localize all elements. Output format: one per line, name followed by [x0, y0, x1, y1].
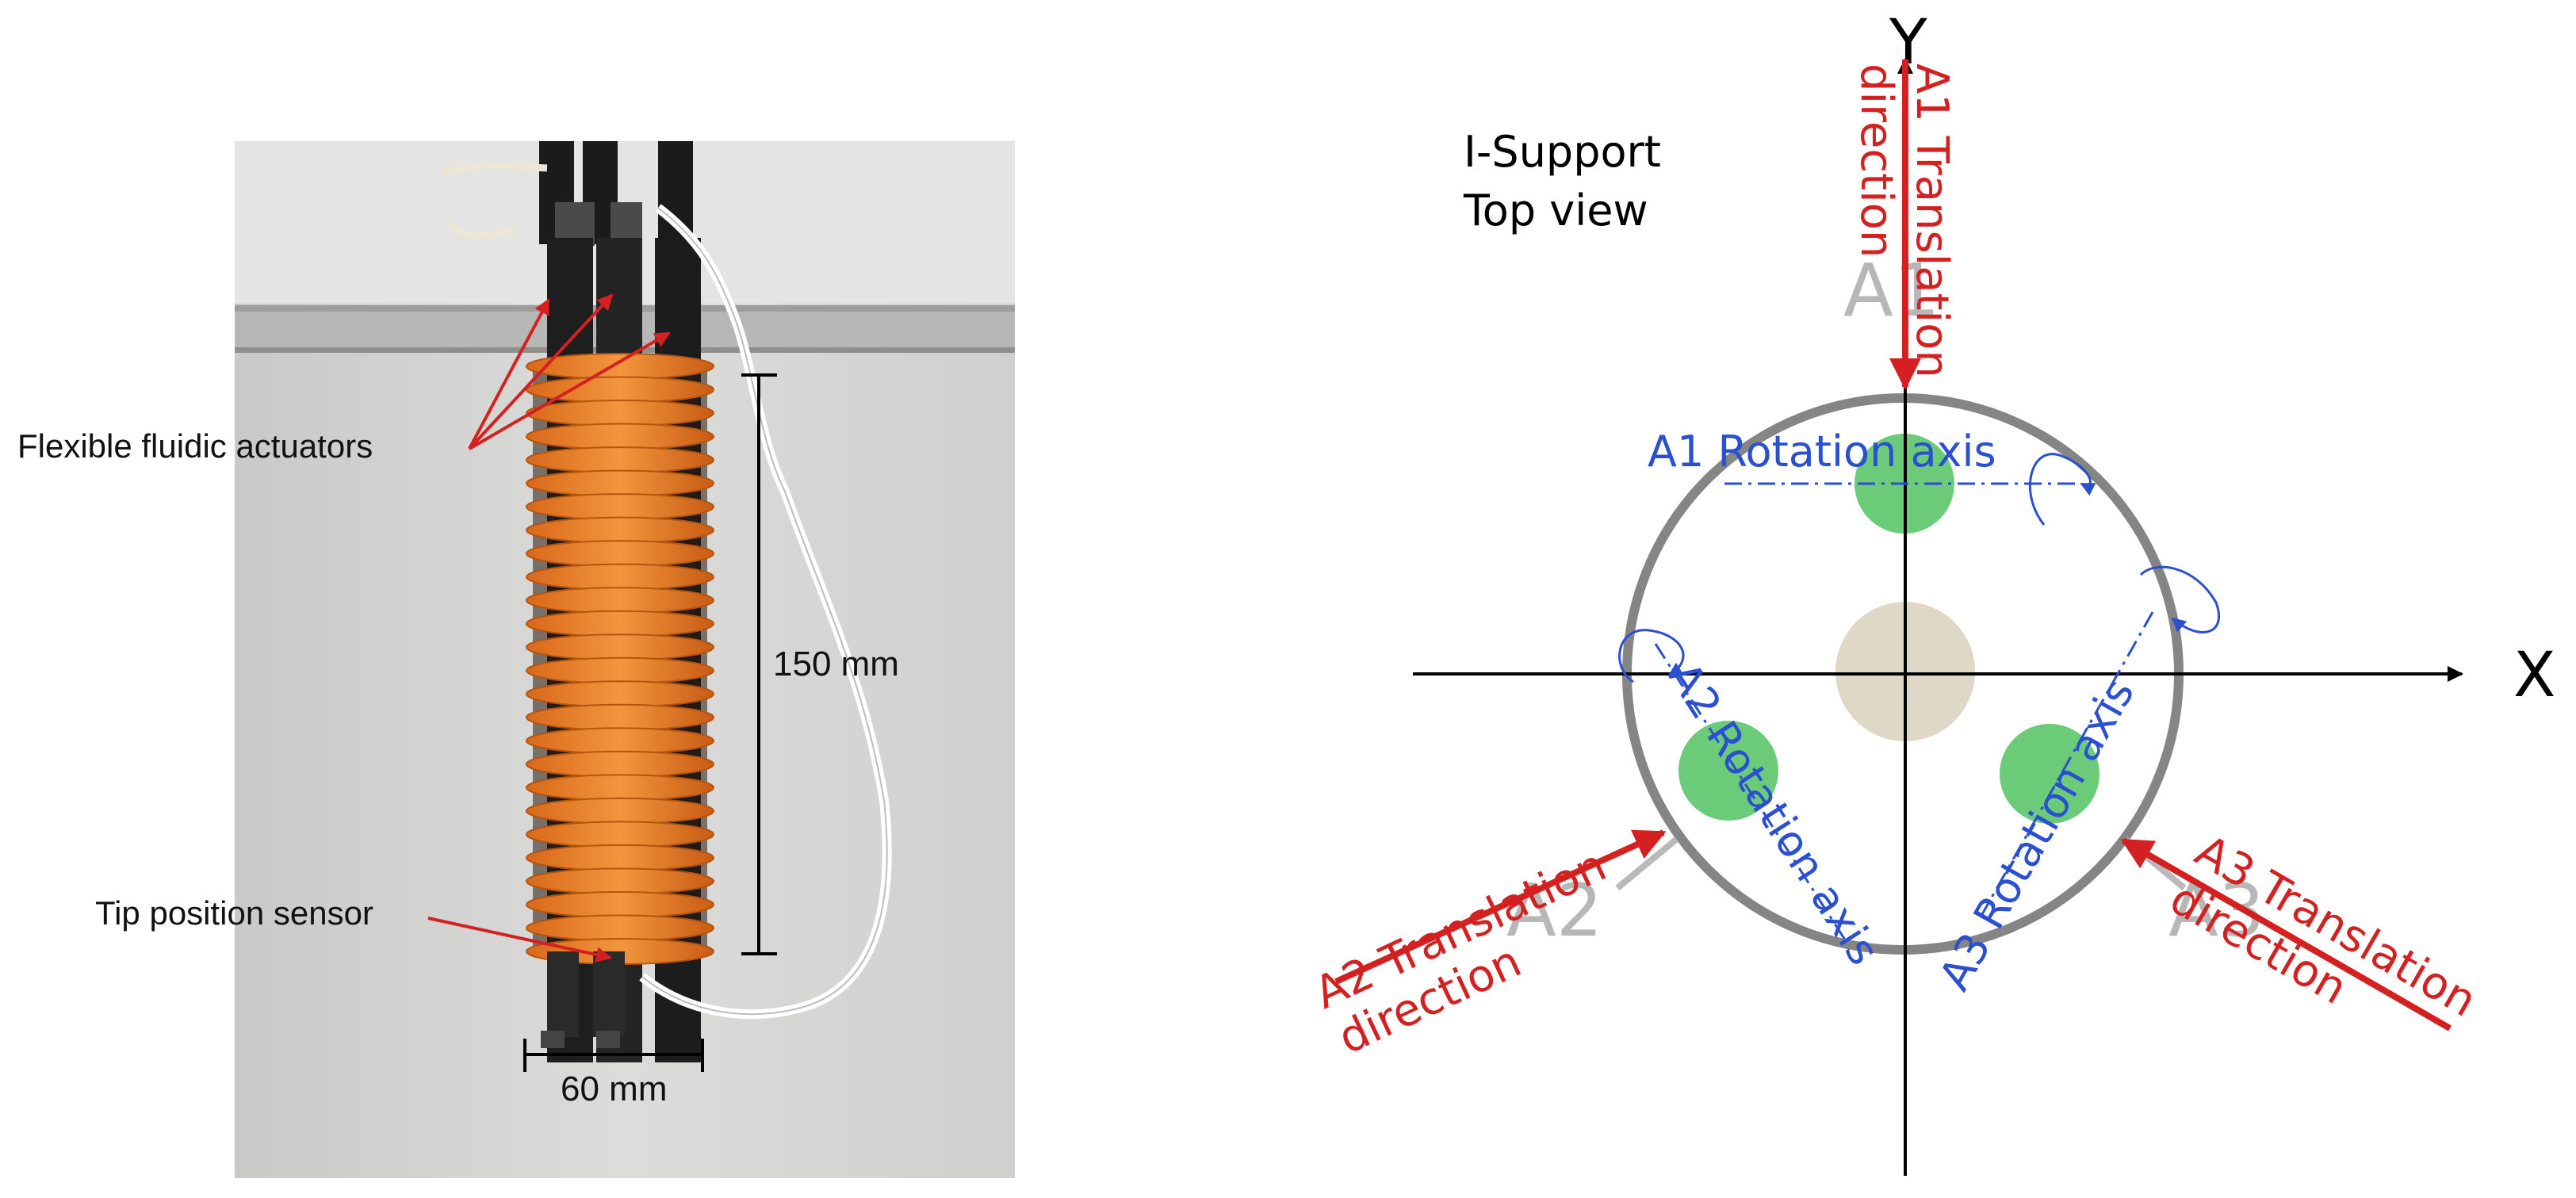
orange-disk: [526, 656, 714, 684]
orange-disk: [526, 563, 714, 591]
orange-disk: [526, 867, 714, 895]
height-dimension: [741, 373, 777, 955]
orange-disk: [526, 890, 714, 918]
sensor-cable-outline: [641, 207, 888, 1016]
rotation-label-a3: A3 Rotation axis: [1929, 670, 2144, 998]
orange-disk: [526, 680, 714, 708]
orange-disk: [526, 493, 714, 521]
orange-disk: [526, 750, 714, 778]
orange-disk: [526, 516, 714, 544]
orange-disk: [526, 469, 714, 497]
orange-disk: [526, 914, 714, 942]
rotation-axes: [1654, 482, 2154, 944]
orange-disk: [526, 844, 714, 871]
orange-disk: [526, 587, 714, 614]
orange-disk: [526, 610, 714, 637]
module-label-a1: A1: [1843, 248, 1939, 333]
translation-label-a1-line2: direction: [1851, 63, 1902, 258]
orange-disk: [526, 727, 714, 755]
photo-panel: Flexible fluidic actuators Tip position …: [17, 141, 1015, 1178]
x-axis-label: X: [2513, 640, 2555, 711]
orange-disk-stack: [526, 353, 714, 965]
orange-disk: [526, 400, 714, 427]
actuators-label: Flexible fluidic actuators: [17, 427, 373, 465]
orange-disk: [526, 540, 714, 568]
rotation-label-a1: A1 Rotation axis: [1648, 427, 1996, 477]
diagram-title-line1: I-Support: [1464, 127, 1661, 177]
height-label: 150 mm: [773, 645, 899, 683]
orange-disk: [526, 703, 714, 731]
sensor-label: Tip position sensor: [95, 894, 373, 932]
bottom-stubs: [541, 951, 625, 1048]
orange-disk: [526, 423, 714, 450]
orange-disk: [526, 446, 714, 474]
width-label: 60 mm: [561, 1070, 667, 1108]
actuator-pointer-arrows: [427, 293, 671, 963]
orange-disk: [526, 821, 714, 848]
orange-disk: [526, 797, 714, 825]
translation-label-a1-line1: A1 Translation: [1906, 63, 1958, 378]
rotation-loops: [1618, 453, 2221, 683]
translation-arrows: [1334, 59, 2452, 1032]
diagram-panel: I-Support Top view A1 A2 A3 X Y: [1307, 7, 2555, 1176]
orange-disk: [526, 774, 714, 802]
diagram-title-line2: Top view: [1463, 186, 1648, 235]
width-dimension: [523, 1039, 704, 1072]
orange-disk: [526, 633, 714, 661]
